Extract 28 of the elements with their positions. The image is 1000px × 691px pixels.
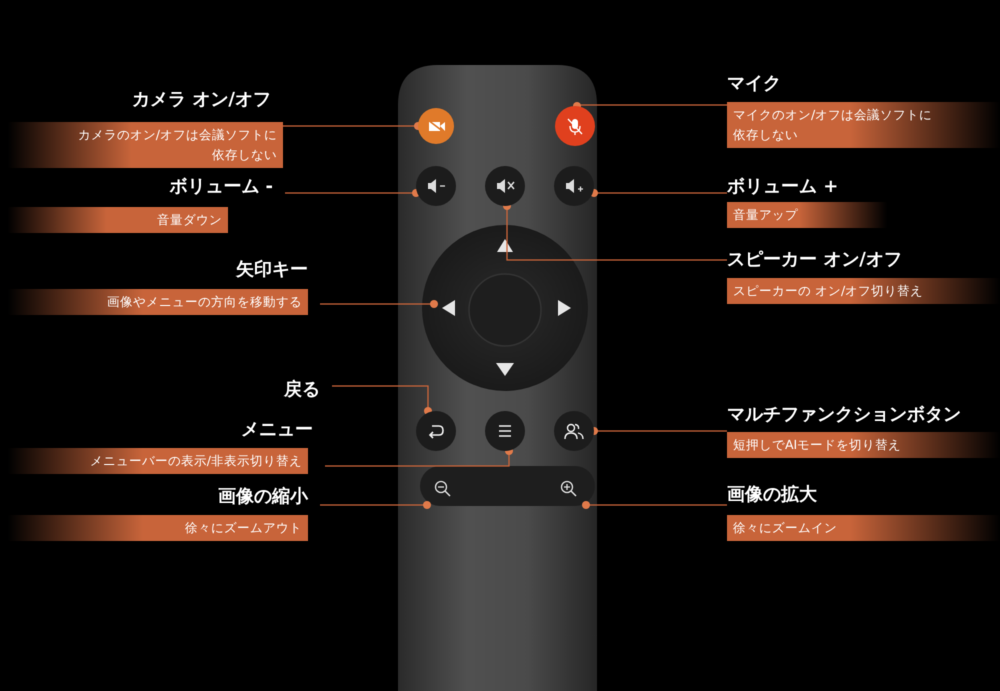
leader-line	[582, 501, 727, 509]
leader-line	[325, 447, 513, 467]
feature-heading: ボリューム -	[169, 175, 273, 199]
feature-heading: マイク	[727, 72, 781, 96]
leader-line	[332, 385, 432, 415]
leader-line	[590, 189, 727, 197]
description-label: 音量アップ	[727, 202, 887, 228]
leader-line	[285, 189, 420, 197]
description-label: メニューバーの表示/非表示切り替え	[8, 448, 308, 474]
feature-heading: 画像の拡大	[727, 483, 817, 507]
leader-line	[320, 501, 431, 509]
feature-heading: 戻る	[284, 378, 320, 402]
description-label: 音量ダウン	[8, 207, 228, 233]
feature-heading: カメラ オン/オフ	[132, 88, 271, 112]
feature-heading: マルチファンクションボタン	[727, 403, 961, 427]
feature-heading: ボリューム +	[727, 175, 838, 199]
feature-heading: スピーカー オン/オフ	[727, 248, 902, 272]
description-label: カメラのオン/オフは会議ソフトに依存しない	[8, 122, 283, 168]
description-label: 画像やメニューの方向を移動する	[8, 289, 308, 315]
description-label: 徐々にズームアウト	[8, 515, 308, 541]
feature-heading: メニュー	[241, 418, 313, 442]
description-label: スピーカーの オン/オフ切り替え	[727, 278, 1000, 304]
feature-heading: 矢印キー	[236, 258, 308, 282]
feature-heading: 画像の縮小	[218, 485, 308, 509]
description-label: マイクのオン/オフは会議ソフトに依存しない	[727, 102, 1000, 148]
description-label: 短押しでAIモードを切り替え	[727, 432, 1000, 458]
description-label: 徐々にズームイン	[727, 515, 1000, 541]
leader-line	[320, 300, 438, 308]
